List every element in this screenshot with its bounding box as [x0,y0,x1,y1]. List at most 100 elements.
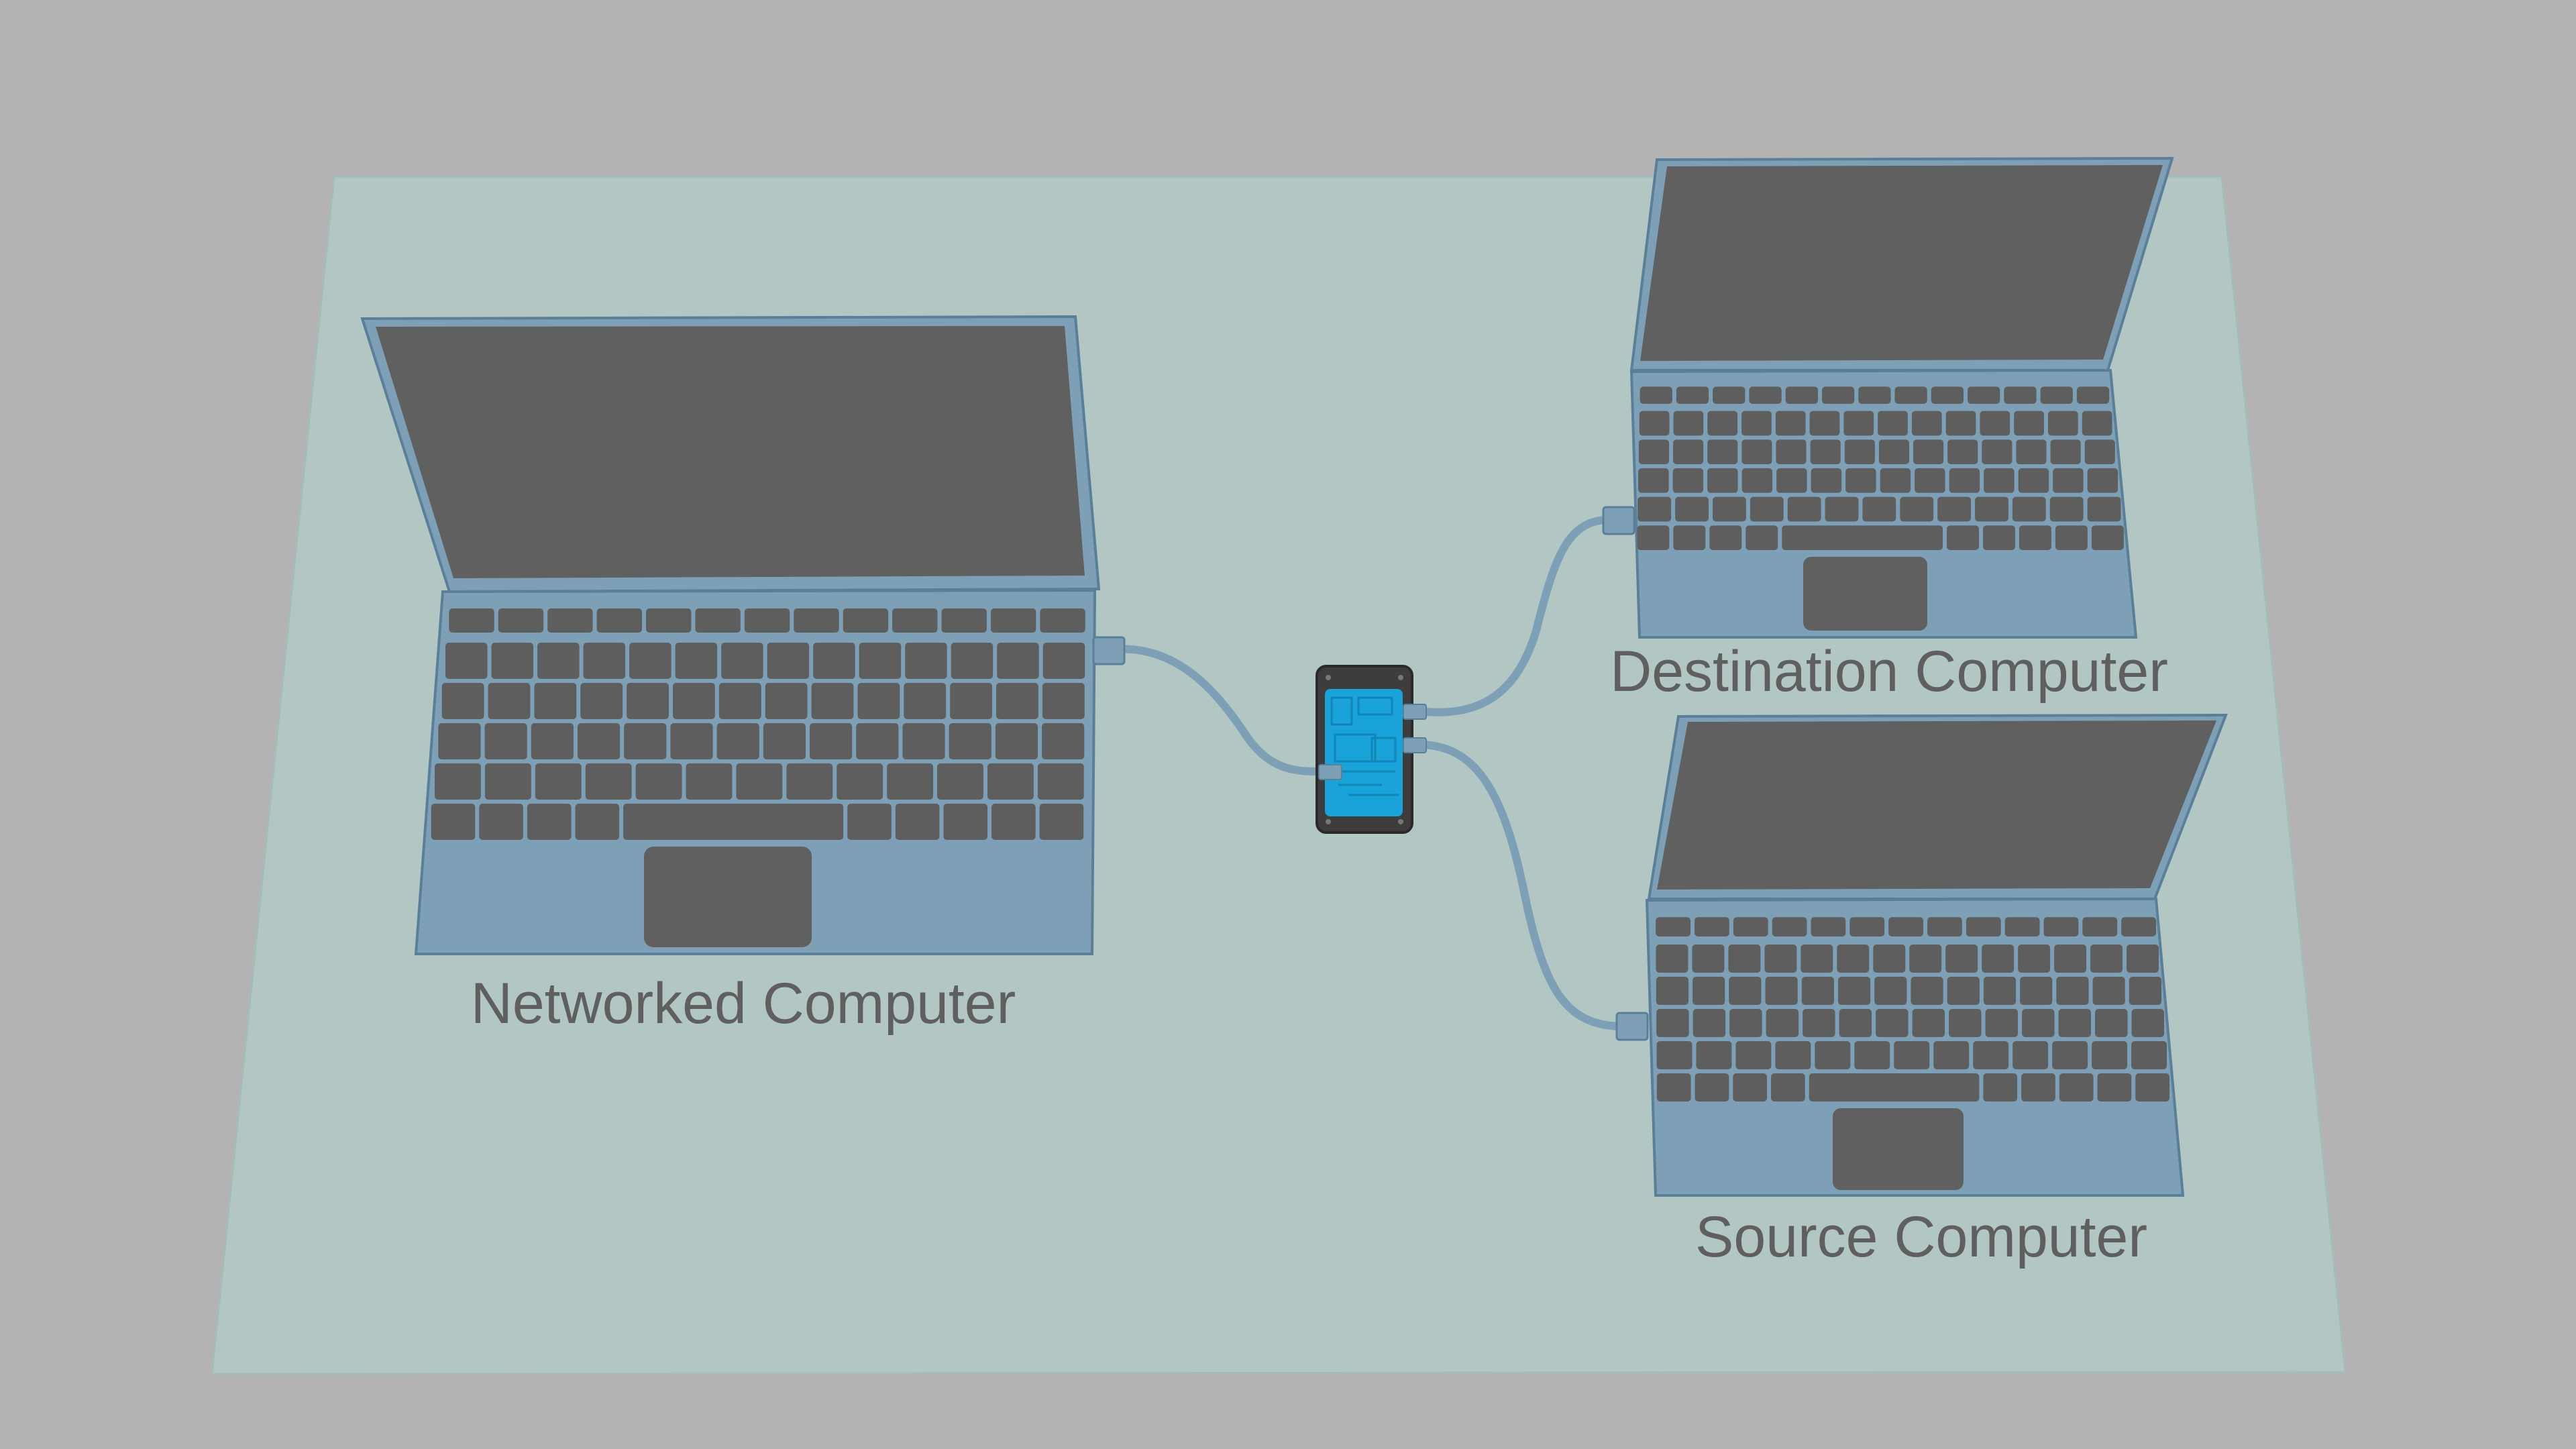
keyboard-key [1984,468,2015,493]
keyboard-key [1980,411,2010,436]
keyboard-key [2052,1041,2088,1069]
keyboard-key [577,723,621,759]
keyboard-key [1741,468,1773,493]
keyboard-key [484,763,531,800]
source-screen [1657,720,2216,890]
keyboard-key [1983,525,2015,550]
keyboard-key [1983,977,2017,1005]
networked-screen [376,326,1085,578]
keyboard-key [1933,1041,1970,1069]
keyboard-key [1775,1041,1811,1069]
spacebar-key [1782,525,1943,550]
hub-screw [1398,675,1403,680]
keyboard-key [2131,1041,2167,1069]
keyboard-key [1656,1009,1689,1037]
keyboard-key [1912,1009,1945,1037]
keyboard-key [1927,917,1962,936]
data-diode-board-icon [1316,665,1427,834]
networked-usb-plug [1092,636,1126,665]
keyboard-key [1729,1009,1762,1037]
keyboard-key [1947,439,1978,464]
keyboard-key [1766,1009,1799,1037]
keyboard-key [2082,917,2118,936]
keyboard-key [1947,525,1979,550]
keyboard-key [1803,1009,1835,1037]
keyboard-key [1042,723,1085,759]
keyboard-key [1911,977,1943,1005]
keyboard-key [1973,1041,2009,1069]
destination-usb-plug [1602,506,1635,535]
keyboard-key [949,723,991,759]
keyboard-key [646,608,692,633]
keyboard-key [1728,945,1761,973]
keyboard-key [1707,439,1738,464]
keyboard-key [1696,1041,1732,1069]
keyboard-key [1733,917,1768,936]
source-usb-plug [1615,1012,1649,1041]
destination-screen [1640,165,2163,361]
keyboard-key [2092,977,2125,1005]
networked-keyboard [431,608,1085,840]
keyboard-key [950,683,993,719]
keyboard-key [721,643,763,679]
destination-computer-label: Destination Computer [1610,639,2168,704]
keyboard-key [1785,386,1818,404]
keyboard-key [1975,496,2008,522]
cable-hub-to-destination [1415,515,1621,716]
keyboard-key [811,683,854,719]
keyboard-key [736,763,783,800]
keyboard-key [1042,643,1085,679]
keyboard-key [1750,496,1784,522]
keyboard-key [2053,468,2084,493]
keyboard-key [1931,386,1964,404]
keyboard-key [445,643,488,679]
keyboard-key [859,643,902,679]
keyboard-key [2129,977,2161,1005]
keyboard-key [1845,468,1876,493]
keyboard-key [686,763,733,800]
keyboard-key [744,608,790,633]
keyboard-key [1909,945,1942,973]
keyboard-key [1764,945,1797,973]
keyboard-key [1638,496,1672,522]
keyboard-key [547,608,593,633]
keyboard-key [2012,496,2046,522]
keyboard-key [527,804,572,840]
keyboard-key [1985,1009,2019,1037]
keyboard-key [995,723,1038,759]
keyboard-key [1878,411,1908,436]
keyboard-key [2076,386,2110,404]
keyboard-key [1949,468,1980,493]
keyboard-key [718,683,761,719]
keyboard-key [1966,917,2001,936]
keyboard-key [2022,1009,2055,1037]
keyboard-key [1983,1073,2018,1102]
keyboard-key [2047,411,2078,436]
source-trackpad [1833,1108,1964,1190]
keyboard-key [2092,1041,2128,1069]
keyboard-key [987,763,1034,800]
keyboard-key [1844,439,1875,464]
keyboard-key [1656,917,1690,936]
keyboard-key [1692,945,1725,973]
keyboard-key [996,683,1038,719]
keyboard-key [1775,411,1806,436]
keyboard-key [2095,1009,2128,1037]
keyboard-key [2043,917,2079,936]
cable-hub-to-source [1415,741,1627,1030]
keyboard-key [887,763,934,800]
hub-screw [1398,819,1403,824]
keyboard-key [695,608,741,633]
keyboard-key [635,763,682,800]
keyboard-key [624,723,667,759]
keyboard-key [627,683,669,719]
keyboard-key [2049,496,2084,522]
keyboard-key [1874,977,1907,1005]
keyboard-key [843,608,889,633]
keyboard-key [765,683,808,719]
keyboard-key [1675,496,1709,522]
keyboard-key [438,723,481,759]
keyboard-key [847,804,892,840]
keyboard-key [904,683,947,719]
keyboard-key [2121,917,2156,936]
